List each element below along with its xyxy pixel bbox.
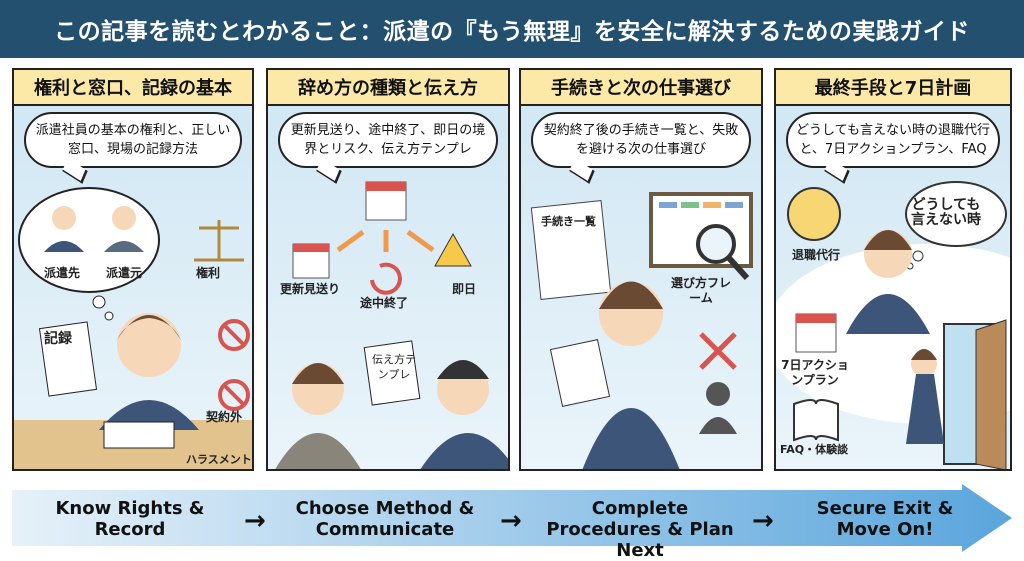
panel-title: 辞め方の種類と伝え方 [268, 70, 508, 106]
progress-banner [12, 484, 1012, 552]
speech-bubble: 派遣社員の基本の権利と、正しい窓口、現場の記録方法 [24, 112, 242, 168]
panel-rights: 権利と窓口、記録の基本 派遣社員の基本の権利と、正しい窓口、現場の記録方法 派遣… [12, 68, 254, 471]
label-record: 記録 [44, 331, 72, 347]
label-same-day: 即日 [452, 282, 477, 296]
step-4: Secure Exit & Move On! [816, 498, 954, 540]
label-faq: FAQ・体験談 [780, 443, 849, 456]
label-midway: 途中終了 [360, 296, 409, 310]
speech-bubble: どうしても言えない時の退職代行と、7日アクションプラン、FAQ [786, 112, 1000, 168]
step-1: Know Rights & Record [55, 498, 205, 540]
panel-title: 手続きと次の仕事選び [521, 70, 761, 106]
label-client: 派遣先 [44, 266, 81, 280]
label-non-renewal: 更新見送り [280, 282, 341, 296]
panel-procedures: 手続きと次の仕事選び 契約終了後の手続き一覧と、失敗を避ける次の仕事選び 手続き… [519, 68, 763, 471]
arrow-right-icon: → [500, 506, 522, 536]
label-resignation-agent: 退職代行 [792, 248, 841, 262]
final-illustration [776, 181, 1010, 469]
label-framework: 選び方フレーム [671, 276, 732, 305]
speech-bubble: 更新見送り、途中終了、即日の境界とリスク、伝え方テンプレ [278, 112, 498, 168]
label-template: 伝え方テンプレ [372, 353, 416, 381]
procedures-illustration [530, 192, 753, 469]
page-title: この記事を読むとわかること：派遣の『もう無理』を安全に解決するための実践ガイド [0, 0, 1024, 58]
methods-illustration [275, 181, 508, 469]
label-7day-plan: 7日アクションプラン [781, 358, 849, 387]
arrow-right-icon: → [752, 506, 774, 536]
step-3: Complete Procedures & Plan Next [546, 498, 734, 561]
label-out-of-contract: 契約外 [206, 410, 243, 424]
label-rights: 権利 [196, 266, 221, 280]
step-2: Choose Method & Communicate [295, 498, 475, 540]
rights-illustration [14, 187, 252, 469]
panel-title: 権利と窓口、記録の基本 [14, 70, 252, 106]
arrow-right-icon: → [244, 506, 266, 536]
label-thought: どうしても言えない時 [911, 197, 981, 228]
panel-final: 最終手段と7日計画 どうしても言えない時の退職代行と、7日アクションプラン、FA… [774, 68, 1012, 471]
label-harassment: ハラスメント [186, 453, 252, 466]
panel-title: 最終手段と7日計画 [776, 70, 1010, 106]
speech-bubble: 契約終了後の手続き一覧と、失敗を避ける次の仕事選び [531, 112, 751, 168]
label-checklist: 手続き一覧 [541, 215, 596, 228]
panel-methods: 辞め方の種類と伝え方 更新見送り、途中終了、即日の境界とリスク、伝え方テンプレ … [266, 68, 510, 471]
label-agency: 派遣元 [106, 266, 143, 280]
